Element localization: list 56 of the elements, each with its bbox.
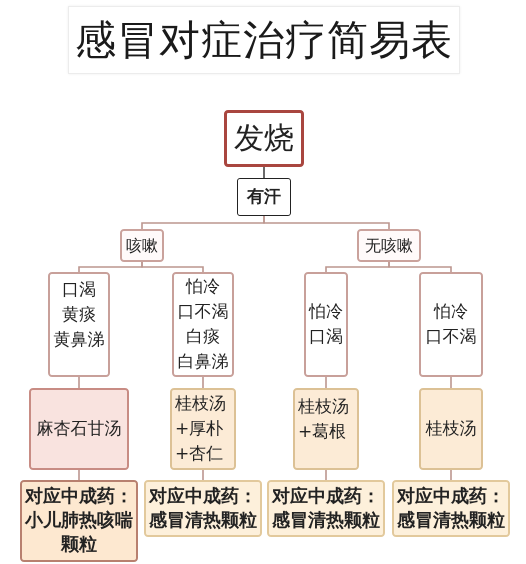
symptom-label: 口渴 bbox=[62, 279, 96, 302]
medicine-heading: 对应中成药： bbox=[272, 484, 380, 508]
connector-line bbox=[263, 167, 265, 178]
node-label: 无咳嗽 bbox=[365, 234, 413, 256]
symptom-label: 怕冷 bbox=[186, 276, 220, 299]
branch-box bbox=[357, 229, 421, 262]
connector-line bbox=[78, 377, 80, 388]
medicine-box bbox=[20, 480, 138, 562]
symptom-box bbox=[48, 272, 110, 377]
connector-line bbox=[325, 470, 327, 480]
symptom-label: 口不渴 bbox=[426, 326, 476, 348]
symptom-label: 怕冷 bbox=[434, 300, 468, 324]
node-label: 有汗 bbox=[247, 186, 281, 208]
formula-box bbox=[293, 388, 359, 470]
symptom-label: 白痰 bbox=[186, 326, 220, 349]
formula-box bbox=[419, 388, 483, 470]
connector-line bbox=[141, 262, 204, 272]
medicine-box bbox=[392, 480, 510, 537]
connector-line bbox=[202, 377, 204, 388]
medicine-box bbox=[267, 480, 385, 537]
node-label: 发烧 bbox=[234, 120, 294, 156]
formula-label: 桂枝汤 bbox=[426, 418, 476, 440]
symptom-label: 怕冷 bbox=[309, 300, 343, 324]
node-label: 咳嗽 bbox=[126, 234, 158, 256]
connector-line bbox=[202, 470, 204, 480]
connector-line bbox=[388, 262, 452, 272]
symptom-box bbox=[419, 272, 483, 377]
condition-box bbox=[237, 178, 291, 216]
formula-label: 桂枝汤+葛根 bbox=[298, 396, 350, 444]
branch-box bbox=[120, 229, 164, 262]
medicine-box bbox=[144, 480, 262, 537]
symptom-label: 黄鼻涕 bbox=[54, 329, 104, 352]
symptom-label: 口渴 bbox=[309, 326, 343, 348]
symptom-label: 白鼻涕 bbox=[178, 351, 228, 374]
medicine-name: 感冒清热颗粒 bbox=[272, 508, 380, 532]
medicine-name: 感冒清热颗粒 bbox=[149, 508, 257, 532]
medicine-name: 感冒清热颗粒 bbox=[397, 508, 505, 532]
title: 感冒对症治疗简易表 bbox=[68, 6, 460, 74]
formula-label: 桂枝汤+厚朴+杏仁 bbox=[175, 392, 227, 466]
formula-box bbox=[29, 388, 129, 470]
symptom-label: 黄痰 bbox=[62, 304, 96, 327]
connector-line bbox=[450, 470, 452, 480]
connector-line bbox=[263, 216, 390, 229]
medicine-name: 小儿肺热咳喘颗粒 bbox=[24, 509, 134, 557]
connector-line bbox=[325, 377, 327, 388]
formula-box bbox=[170, 388, 236, 470]
symptom-label: 口不渴 bbox=[178, 301, 228, 324]
symptom-box bbox=[304, 272, 348, 377]
connector-line bbox=[450, 377, 452, 388]
root-box bbox=[224, 110, 304, 167]
connector-line bbox=[78, 470, 80, 480]
formula-label: 麻杏石甘汤 bbox=[36, 418, 122, 440]
medicine-heading: 对应中成药： bbox=[25, 485, 133, 509]
medicine-heading: 对应中成药： bbox=[397, 484, 505, 508]
symptom-box bbox=[172, 272, 234, 377]
medicine-heading: 对应中成药： bbox=[149, 484, 257, 508]
